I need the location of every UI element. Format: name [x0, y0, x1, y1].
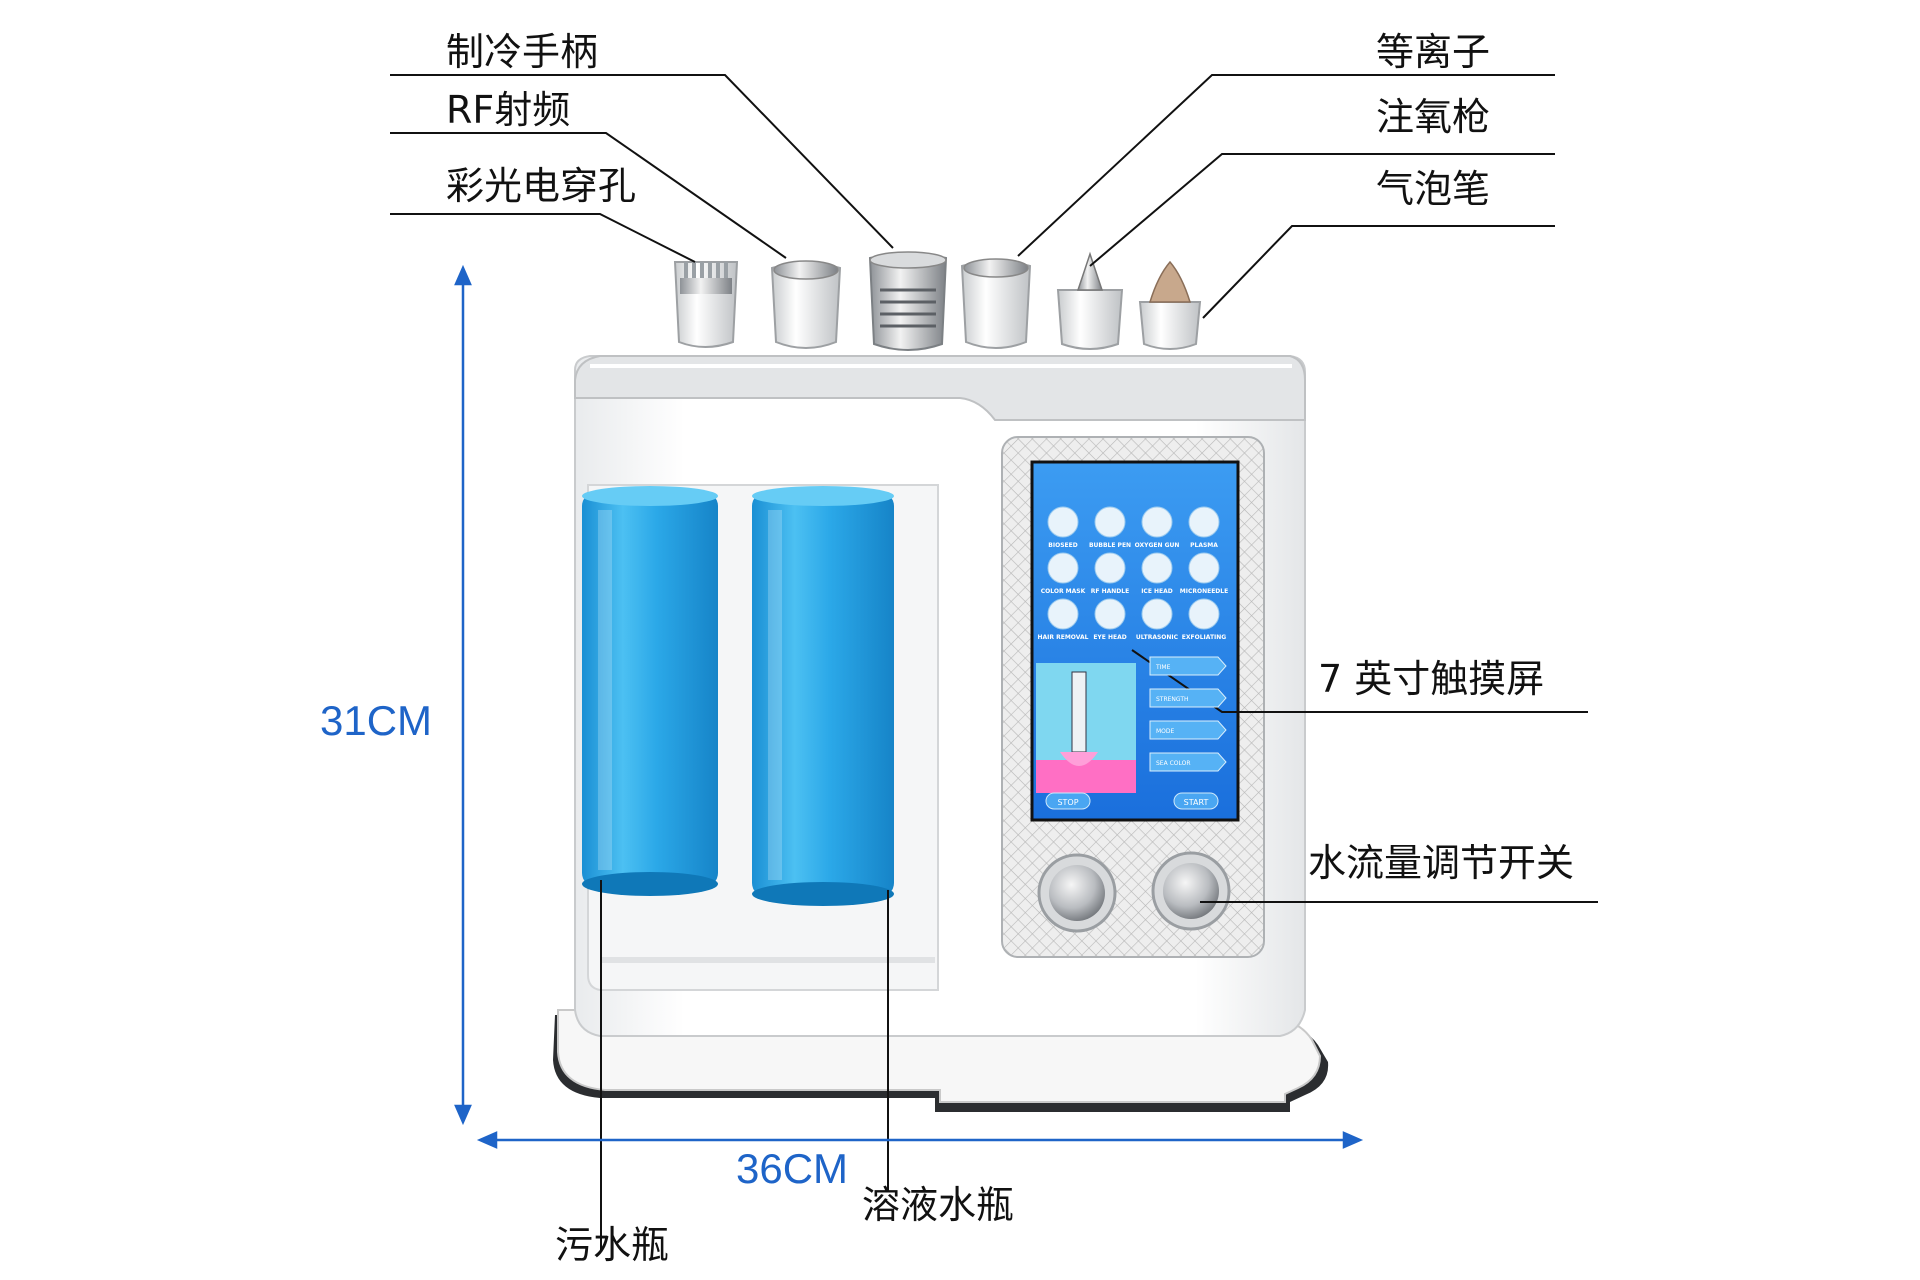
waste-bottle-shape [582, 486, 718, 896]
screen-tile[interactable]: EXFOLIATING [1182, 598, 1227, 641]
screen-tile-label: HAIR REMOVAL [1038, 634, 1089, 641]
screen-tile[interactable]: OXYGEN GUN [1135, 506, 1180, 549]
label-bubble-pen: 气泡笔 [1376, 167, 1491, 211]
handpiece-plasma [960, 258, 1032, 349]
screen-tile[interactable]: MICRONEEDLE [1180, 552, 1228, 595]
screen-tile-icon [1188, 506, 1220, 538]
screen-setting-button[interactable]: STRENGTH [1149, 688, 1227, 708]
handpiece-bubble-pen [1138, 260, 1202, 350]
dimension-height: 31CM [320, 697, 433, 744]
screen-setting-button-label: MODE [1156, 728, 1175, 735]
screen-tile-label: EXFOLIATING [1182, 634, 1227, 641]
handpiece-oxygen-gun [1056, 251, 1124, 350]
label-touchscreen: 7 英寸触摸屏 [1318, 657, 1545, 701]
label-oxygen-gun: 注氧枪 [1376, 95, 1491, 139]
knob-right [1151, 851, 1231, 931]
screen-tile-label: ULTRASONIC [1136, 634, 1179, 641]
screen-tile-icon [1141, 598, 1173, 630]
screen-tile-icon [1094, 552, 1126, 584]
label-color-light: 彩光电穿孔 [446, 164, 637, 208]
screen-tile-icon [1047, 598, 1079, 630]
screen-setting-button-shape [1149, 752, 1227, 772]
screen-tile-label: ICE HEAD [1141, 588, 1173, 595]
screen-tile[interactable]: HAIR REMOVAL [1038, 598, 1089, 641]
screen-tile-icon [1094, 506, 1126, 538]
screen-setting-button[interactable]: SEA COLOR [1149, 752, 1227, 772]
screen-tile-label: OXYGEN GUN [1135, 542, 1180, 549]
screen-tile[interactable]: BUBBLE PEN [1089, 506, 1131, 549]
screen-tile-icon [1141, 506, 1173, 538]
label-cold-handle: 制冷手柄 [446, 30, 599, 74]
screen-setting-button-label: STRENGTH [1156, 696, 1189, 703]
screen-setting-button[interactable]: TIME [1149, 656, 1227, 676]
screen-tile-icon [1047, 506, 1079, 538]
label-rf: RF射频 [446, 88, 571, 132]
screen-tile-icon [1188, 598, 1220, 630]
screen-tile-label: BUBBLE PEN [1089, 542, 1131, 549]
label-flow-switch: 水流量调节开关 [1308, 841, 1575, 885]
screen-stop-button-label: STOP [1057, 798, 1078, 807]
screen-tile-label: PLASMA [1190, 542, 1218, 549]
screen-setting-button-label: TIME [1155, 664, 1171, 671]
label-solution-bottle: 溶液水瓶 [862, 1183, 1015, 1227]
screen-tile[interactable]: COLOR MASK [1041, 552, 1086, 595]
screen-tile-icon [1141, 552, 1173, 584]
screen-tile[interactable]: ICE HEAD [1141, 552, 1173, 595]
screen-tile-label: BIOSEED [1048, 542, 1077, 549]
screen-start-button-label: START [1184, 798, 1209, 807]
screen-tile[interactable]: RF HANDLE [1091, 552, 1129, 595]
screen-tile-icon [1188, 552, 1220, 584]
handpiece-cold [868, 251, 948, 351]
screen-tile[interactable]: ULTRASONIC [1136, 598, 1179, 641]
screen-tile[interactable]: EYE HEAD [1093, 598, 1127, 641]
label-waste-bottle: 污水瓶 [555, 1223, 670, 1267]
screen-setting-button-shape [1149, 656, 1227, 676]
screen-tile[interactable]: PLASMA [1188, 506, 1220, 549]
handpiece-color-light [673, 261, 739, 348]
handpiece-rf [770, 260, 842, 349]
label-plasma: 等离子 [1376, 30, 1491, 74]
screen-stop-button[interactable]: STOP [1045, 792, 1091, 810]
screen-setting-button[interactable]: MODE [1149, 720, 1227, 740]
screen-tile[interactable]: BIOSEED [1047, 506, 1079, 549]
screen-tile-icon [1094, 598, 1126, 630]
solution-bottle-shape [752, 486, 894, 906]
screen-stop-button-shape [1045, 792, 1091, 810]
dimension-width: 36CM [736, 1145, 849, 1192]
screen-tile-label: RF HANDLE [1091, 588, 1129, 595]
screen-setting-button-shape [1149, 720, 1227, 740]
knob-left [1037, 853, 1117, 933]
screen-setting-button-shape [1149, 688, 1227, 708]
screen-tile-icon [1047, 552, 1079, 584]
screen-tile-label: MICRONEEDLE [1180, 588, 1228, 595]
screen-tile-label: EYE HEAD [1093, 634, 1126, 641]
screen-setting-button-label: SEA COLOR [1156, 760, 1191, 767]
screen-start-button[interactable]: START [1173, 792, 1219, 810]
screen-start-button-shape [1173, 792, 1219, 810]
screen-tile-label: COLOR MASK [1041, 588, 1086, 595]
